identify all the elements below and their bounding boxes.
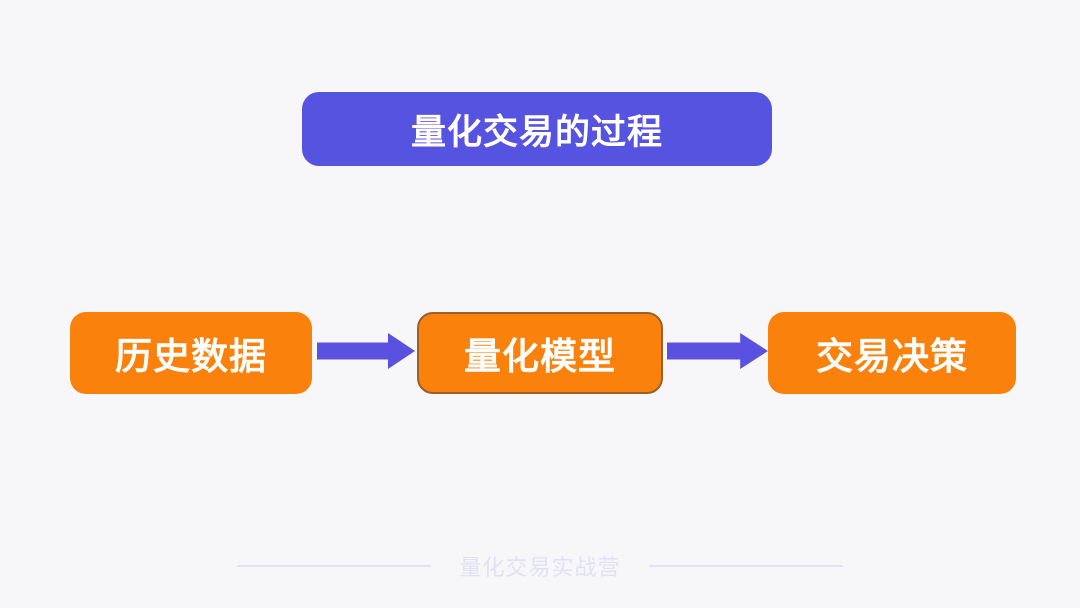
flow-node-label: 历史数据 [115,336,267,377]
footer-divider-right [648,565,843,567]
flow-node-historical-data: 历史数据 [70,312,312,394]
footer: 量化交易实战营 [0,552,1080,580]
arrow-right-icon [317,332,415,370]
flow-node-label: 交易决策 [816,336,968,377]
flow-node-label: 量化模型 [464,336,616,377]
flow-node-quant-model: 量化模型 [417,312,663,394]
footer-watermark-label: 量化交易实战营 [459,555,621,580]
flow-node-trade-decision: 交易决策 [768,312,1016,394]
diagram-title-label: 量化交易的过程 [410,112,663,152]
diagram-title: 量化交易的过程 [302,92,772,166]
footer-divider-left [237,565,432,567]
arrow-right-icon [667,332,768,370]
